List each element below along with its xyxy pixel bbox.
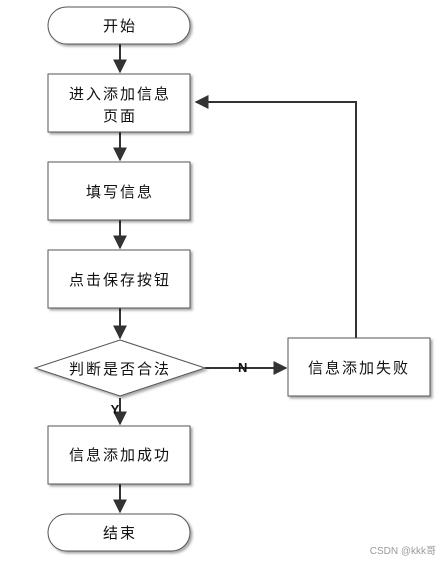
- enter-page-node: 进入添加信息 页面: [47, 73, 191, 133]
- start-label: 开始: [103, 17, 137, 35]
- success-label: 信息添加成功: [69, 446, 171, 464]
- fill-info-label: 填写信息: [86, 183, 154, 201]
- enter-page-label-line1: 进入添加信息: [69, 85, 171, 103]
- fill-info-node: 填写信息: [47, 161, 191, 221]
- end-node: 结束: [47, 513, 191, 552]
- end-label: 结束: [103, 524, 137, 542]
- connectors: [113, 44, 357, 514]
- fail-node: 信息添加失败: [287, 337, 431, 397]
- start-node: 开始: [47, 6, 191, 45]
- fail-label: 信息添加失败: [308, 359, 410, 377]
- edge-label-no: N: [238, 360, 247, 375]
- edge-fail-back-to-enter: [194, 95, 357, 338]
- decision-node: 判断是否合法: [33, 339, 207, 397]
- edge-label-yes: Y: [111, 402, 120, 417]
- enter-page-label-line2: 页面: [103, 107, 137, 125]
- watermark: CSDN @kkk哥: [369, 546, 436, 557]
- click-save-label: 点击保存按钮: [69, 271, 171, 289]
- success-node: 信息添加成功: [47, 425, 191, 485]
- decision-label: 判断是否合法: [69, 360, 171, 378]
- click-save-node: 点击保存按钮: [47, 249, 191, 309]
